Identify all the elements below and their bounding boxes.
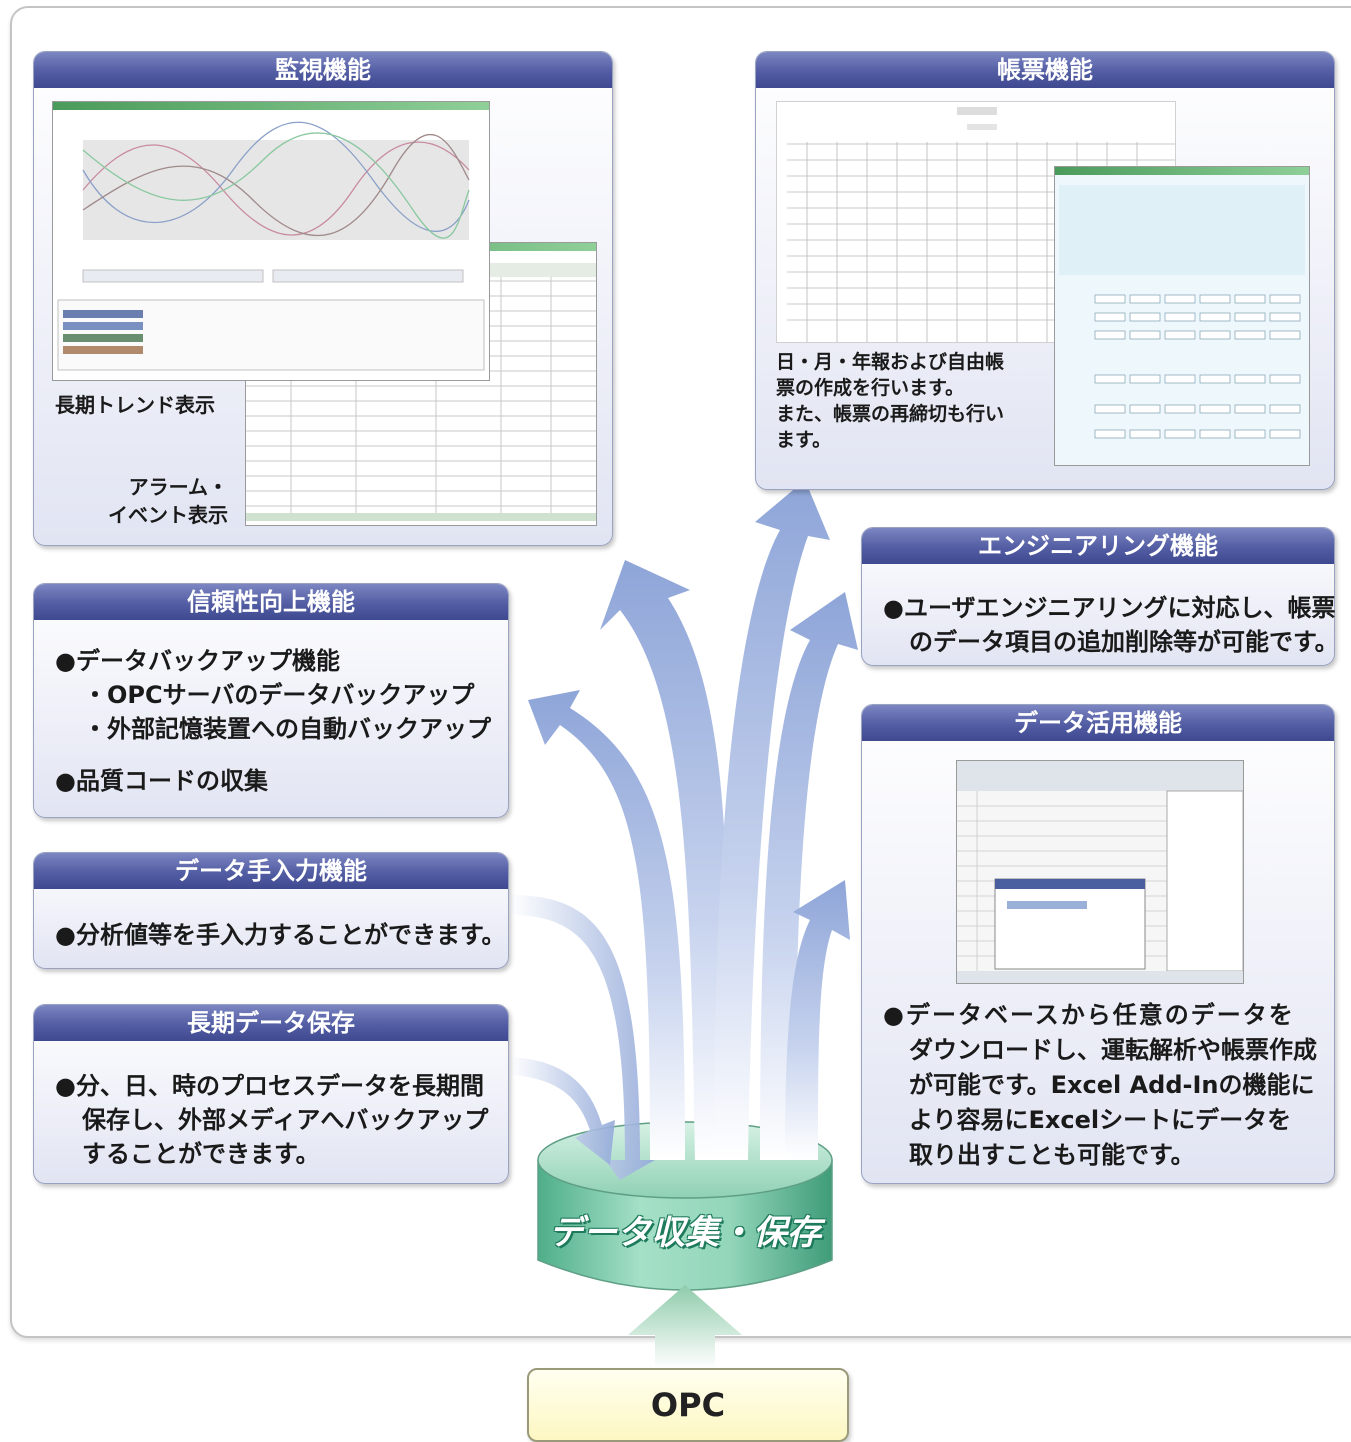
panel-reliability-title: 信頼性向上機能 xyxy=(34,584,508,620)
panel-reliability: 信頼性向上機能 xyxy=(33,583,509,818)
caption-alarm-2: イベント表示 xyxy=(108,503,228,527)
arrow-to-monitoring xyxy=(600,560,728,1160)
reliability-line-3: ・外部記憶装置への自動バックアップ xyxy=(83,715,491,743)
trend-screenshot xyxy=(52,101,490,381)
engineering-line-1: ●ユーザエンジニアリングに対応し、帳票 xyxy=(883,594,1336,622)
arrow-from-long-term xyxy=(510,1057,615,1165)
reliability-line-4: ●品質コードの収集 xyxy=(55,767,268,795)
trend-chart-graphic xyxy=(57,121,485,371)
long-term-line-1: ●分、日、時のプロセスデータを長期間 xyxy=(55,1072,484,1100)
panel-engineering-title: エンジニアリング機能 xyxy=(862,528,1334,564)
opc-box: OPC xyxy=(527,1368,849,1442)
data-usage-line-1: ●データベースから任意のデータを xyxy=(883,1001,1295,1029)
manual-input-line-1: ●分析値等を手入力することができます。 xyxy=(55,921,506,949)
data-usage-line-2: ダウンロードし、運転解析や帳票作成 xyxy=(909,1036,1317,1064)
panel-long-term: 長期データ保存 xyxy=(33,1004,509,1184)
arrow-to-reliability xyxy=(528,690,685,1160)
caption-alarm-1: アラーム・ xyxy=(128,475,228,499)
data-usage-line-5: 取り出すことも可能です。 xyxy=(909,1141,1195,1169)
arrow-from-opc xyxy=(628,1285,742,1368)
panel-monitoring-title: 監視機能 xyxy=(34,52,612,88)
report-desc-3: また、帳票の再締切も行い xyxy=(776,403,1005,425)
panel-engineering: エンジニアリング機能 xyxy=(861,527,1335,666)
arrow-to-data-usage xyxy=(785,880,850,1160)
panel-data-usage-title: データ活用機能 xyxy=(862,705,1334,741)
database-label: データ収集・保存 xyxy=(549,1213,821,1253)
data-usage-line-4: より容易にExcelシートにデータを xyxy=(909,1106,1292,1134)
report-edit-screenshot xyxy=(1054,166,1310,466)
panel-long-term-title: 長期データ保存 xyxy=(34,1005,508,1041)
reliability-line-1: ●データバックアップ機能 xyxy=(55,647,340,675)
panel-manual-input: データ手入力機能 xyxy=(33,852,509,969)
panel-report-title: 帳票機能 xyxy=(756,52,1334,88)
report-form-graphic xyxy=(1059,185,1305,439)
reliability-line-2: ・OPCサーバのデータバックアップ xyxy=(83,681,475,709)
panel-manual-input-title: データ手入力機能 xyxy=(34,853,508,889)
arrow-to-engineering xyxy=(760,592,858,1160)
report-desc-4: ます。 xyxy=(776,429,832,451)
report-desc-2: 票の作成を行います。 xyxy=(776,377,965,399)
report-desc-1: 日・月・年報および自由帳 xyxy=(776,351,1005,373)
excel-sheet-graphic xyxy=(957,761,1243,983)
engineering-line-2: のデータ項目の追加削除等が可能です。 xyxy=(909,628,1339,656)
long-term-line-3: することができます。 xyxy=(82,1140,320,1168)
data-usage-line-3: が可能です。Excel Add-Inの機能に xyxy=(909,1071,1315,1099)
excel-screenshot xyxy=(956,760,1244,984)
arrow-from-manual-input xyxy=(510,895,655,1180)
long-term-line-2: 保存し、外部メディアへバックアップ xyxy=(82,1106,489,1134)
arrow-to-report xyxy=(714,480,830,1160)
caption-trend: 長期トレンド表示 xyxy=(55,393,215,417)
